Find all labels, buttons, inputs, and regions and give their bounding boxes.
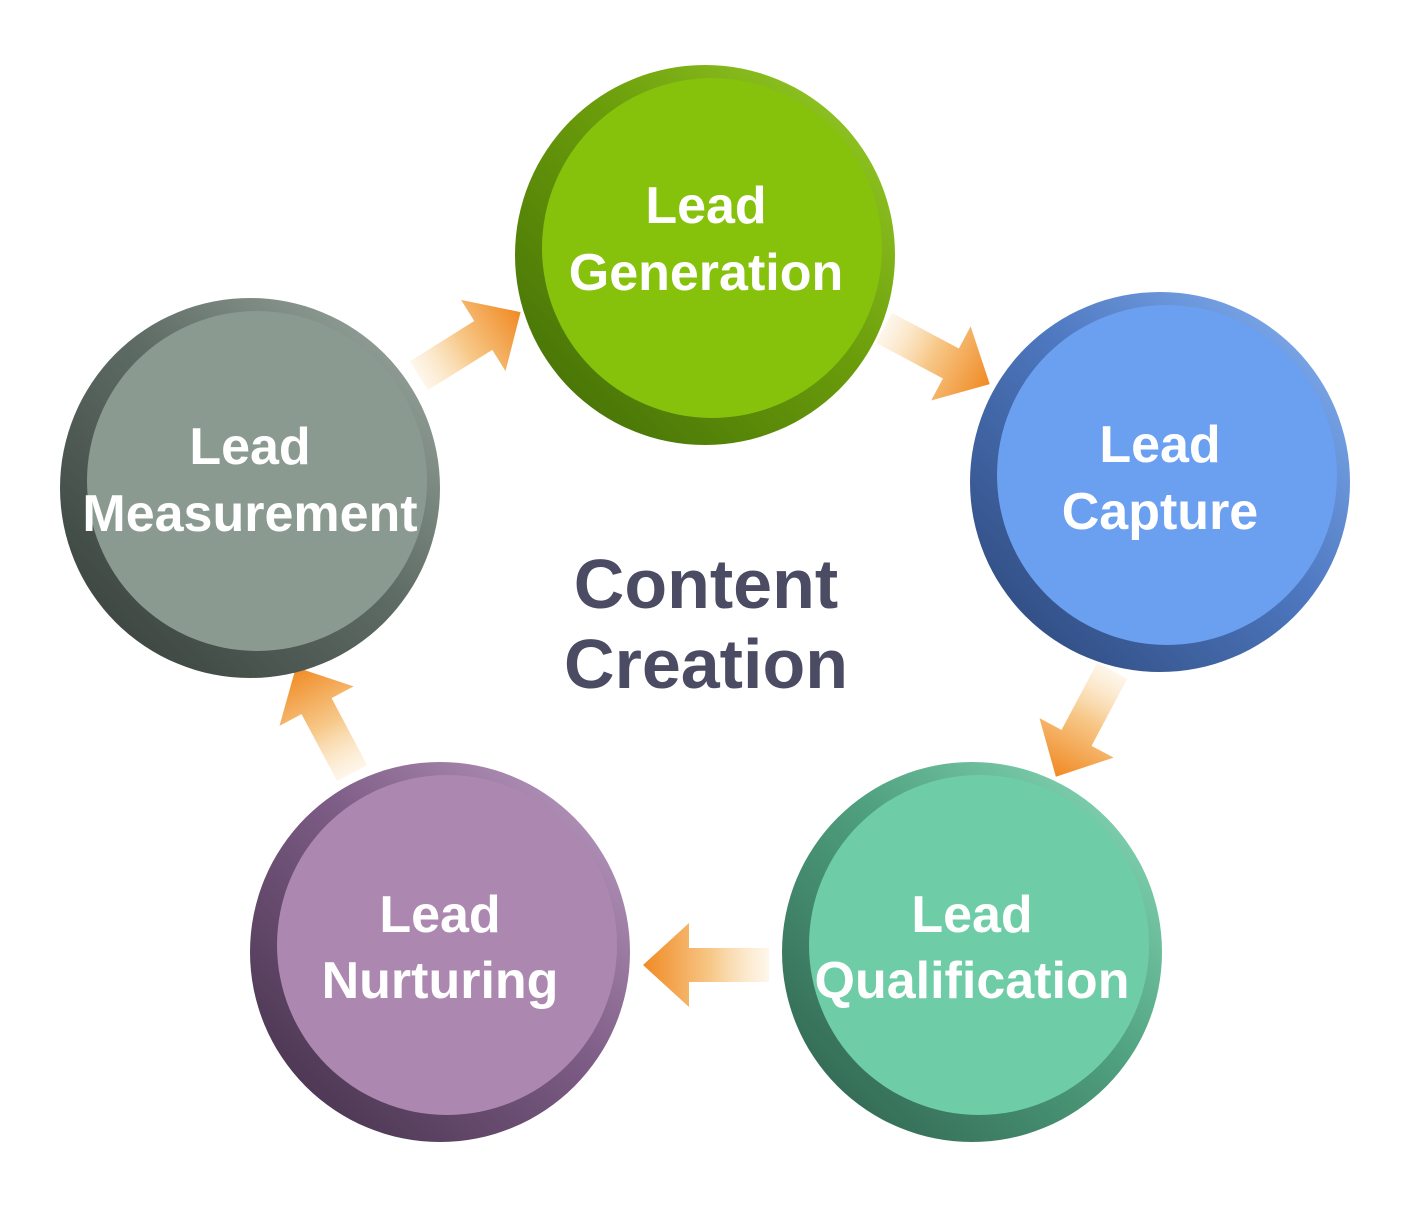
node-fill [809,775,1149,1115]
svg-text:Capture: Capture [1062,483,1258,541]
node-label-line2: Qualification [815,952,1130,1010]
center-label-line1: Content [574,545,838,623]
node-fill [542,78,882,418]
arrow-measurement-to-generation [409,299,521,391]
arrow-capture-to-qualification [1039,662,1128,777]
svg-text:Nurturing: Nurturing [322,952,559,1010]
node-label-line1: Lead [379,886,500,944]
arrow-qualification-to-nurturing [643,923,769,1007]
center-label-line2: Creation [564,625,848,703]
node-label-line1: Lead [189,418,310,476]
svg-text:Lead: Lead [1099,416,1220,474]
svg-text:Lead: Lead [189,418,310,476]
node-label-line1: Lead [911,886,1032,944]
node-lead-nurturing: Lead Nurturing [250,762,630,1142]
node-fill [277,775,617,1115]
node-label-line2: Nurturing [322,952,559,1010]
node-lead-generation: Lead Generation [515,65,895,445]
node-label-line2: Capture [1062,483,1258,541]
svg-text:Lead: Lead [911,886,1032,944]
svg-text:Measurement: Measurement [82,485,417,543]
svg-text:Lead: Lead [645,177,766,235]
node-lead-capture: Lead Capture [970,292,1350,672]
arrow-nurturing-to-measurement [279,667,368,782]
arrow-generation-to-capture [875,312,990,401]
svg-text:Generation: Generation [569,244,844,302]
node-lead-qualification: Lead Qualification [782,762,1162,1142]
node-lead-measurement: Lead Measurement [60,298,440,678]
node-fill [87,311,427,651]
arrows-layer [279,299,1128,1007]
node-label-line1: Lead [645,177,766,235]
node-label-line2: Generation [569,244,844,302]
node-label-line1: Lead [1099,416,1220,474]
center-label: Content Creation [564,545,848,703]
svg-text:Lead: Lead [379,886,500,944]
node-fill [997,305,1337,645]
svg-text:Qualification: Qualification [815,952,1130,1010]
node-label-line2: Measurement [82,485,417,543]
